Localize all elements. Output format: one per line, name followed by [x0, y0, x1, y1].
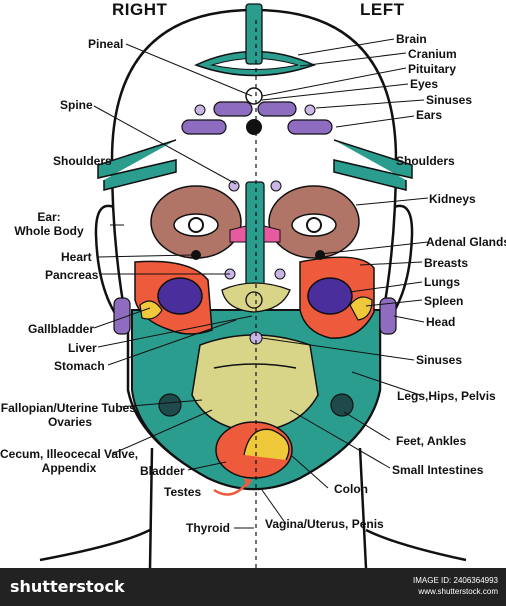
- left-spine-dot: [270, 180, 282, 192]
- label-fallopian-line2: Ovaries: [47, 415, 93, 429]
- spleen-yellow: [349, 296, 373, 321]
- label-stomach: Stomach: [54, 359, 105, 373]
- testes-arrow-head: [244, 478, 252, 488]
- label-cranium: Cranium: [408, 47, 457, 61]
- colon-tube: [243, 428, 290, 461]
- nose-bridge-teal: [245, 181, 265, 293]
- label-heart: Heart: [61, 250, 92, 264]
- header-right: RIGHT: [112, 0, 168, 19]
- left-leg-dark: [330, 393, 354, 417]
- shoulder-line: [39, 528, 467, 562]
- right-brow-purple: [213, 101, 253, 117]
- shutterstock-logo: shutterstock: [10, 577, 125, 596]
- nose-tip: [245, 291, 263, 309]
- label-sinuses-top: Sinuses: [426, 93, 473, 107]
- label-testes: Testes: [164, 485, 202, 499]
- label-gallbladder: Gallbladder: [28, 322, 95, 336]
- label-fallopian-line1: Fallopian/Uterine Tubes,: [0, 401, 140, 415]
- label-fallopian: Fallopian/Uterine Tubes, Ovaries: [0, 401, 140, 429]
- label-breasts: Breasts: [424, 256, 469, 270]
- right-head-purple: [113, 297, 131, 335]
- left-shoulder-teal: [333, 139, 413, 191]
- label-feet-ankles: Feet, Ankles: [396, 434, 467, 448]
- label-bladder: Bladder: [140, 464, 185, 478]
- label-cecum-line2: Appendix: [41, 461, 97, 475]
- image-id-info: IMAGE ID: 2406364993 www.shutterstock.co…: [413, 575, 498, 597]
- neck-outline: [148, 447, 368, 568]
- right-spine-dot: [228, 180, 240, 192]
- pineal-white: [245, 87, 263, 105]
- image-id-text: IMAGE ID: 2406364993: [413, 576, 498, 585]
- label-spine: Spine: [60, 98, 93, 112]
- label-colon: Colon: [334, 482, 368, 496]
- testes-arrow: [213, 481, 249, 496]
- label-liver: Liver: [68, 341, 97, 355]
- label-ears: Ears: [416, 108, 443, 122]
- face-reflexology-diagram: [39, 3, 467, 568]
- label-lungs: Lungs: [424, 275, 460, 289]
- pituitary-black: [246, 119, 262, 135]
- heart-pink-right: [229, 225, 247, 243]
- label-vagina-uterus-penis: Vagina/Uterus, Penis: [265, 517, 384, 531]
- right-ear-zone-purple: [181, 119, 227, 135]
- heart-pink-left: [263, 225, 281, 243]
- label-eyes: Eyes: [410, 77, 439, 91]
- left-lung-navy: [307, 277, 353, 315]
- left-pancreas-dot: [274, 268, 286, 280]
- label-kidneys: Kidneys: [429, 192, 476, 206]
- right-iris: [188, 217, 204, 233]
- label-small-intestines: Small Intestines: [392, 463, 484, 477]
- label-legs-hips-pelvis: Legs,Hips, Pelvis: [397, 389, 496, 403]
- label-ear-whole-body: Ear: Whole Body: [14, 210, 84, 238]
- leader-lines: [93, 38, 429, 529]
- label-shoulders-right: Shoulders: [53, 154, 112, 168]
- label-adenal-glands: Adenal Glands: [426, 235, 506, 249]
- label-cecum-line1: Cecum, Illeocecal Valve,: [0, 447, 139, 461]
- label-spleen: Spleen: [424, 294, 464, 308]
- label-shoulders-left: Shoulders: [396, 154, 455, 168]
- left-brow-purple: [257, 101, 297, 117]
- right-sinus-dot: [194, 104, 206, 116]
- right-kidney-dot: [191, 250, 201, 260]
- forehead-spine-teal: [245, 3, 263, 65]
- gallbladder-yellow: [139, 300, 163, 320]
- label-ear-line2: Whole Body: [14, 224, 84, 238]
- label-sinuses-bottom: Sinuses: [416, 353, 463, 367]
- label-head: Head: [426, 315, 456, 329]
- right-lung-navy: [157, 277, 203, 315]
- mouth-line: [213, 363, 297, 369]
- left-iris: [306, 217, 322, 233]
- label-pineal: Pineal: [88, 37, 124, 51]
- label-pituitary: Pituitary: [408, 62, 457, 76]
- label-pancreas: Pancreas: [45, 268, 99, 282]
- small-intestines-olive: [191, 334, 319, 433]
- left-ear-zone-purple: [287, 119, 333, 135]
- left-sinus-dot: [304, 104, 316, 116]
- right-leg-dark: [158, 393, 182, 417]
- header-left: LEFT: [360, 0, 405, 19]
- right-shoulder-teal: [97, 139, 177, 191]
- label-thyroid: Thyroid: [186, 521, 230, 535]
- label-ear-line1: Ear:: [37, 210, 61, 224]
- label-cecum: Cecum, Illeocecal Valve, Appendix: [0, 447, 138, 475]
- left-kidney-dot: [315, 250, 325, 260]
- stock-footer-bar: shutterstock IMAGE ID: 2406364993 www.sh…: [0, 568, 506, 606]
- site-url-text: www.shutterstock.com: [418, 587, 498, 596]
- label-brain: Brain: [396, 32, 427, 46]
